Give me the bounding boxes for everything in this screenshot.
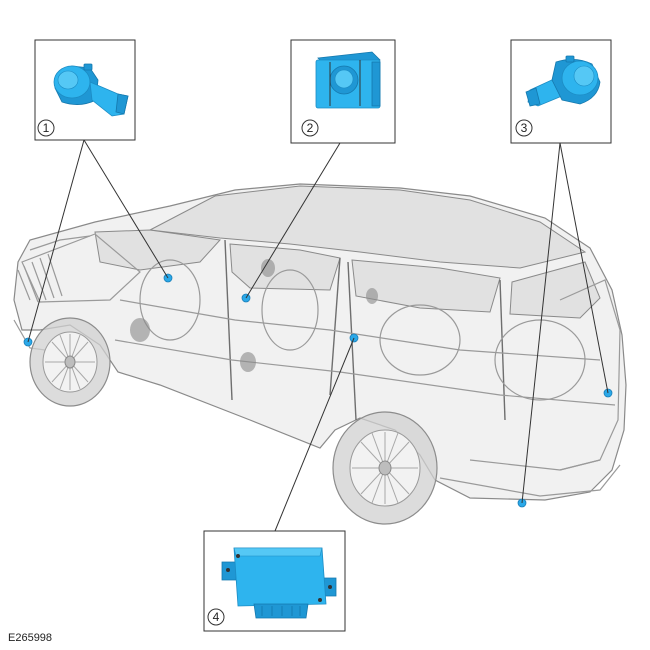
- callout-2: 2: [290, 39, 396, 144]
- callout-4-number: 4: [213, 610, 220, 624]
- front-wheel: [29, 317, 111, 407]
- callout-4: 4: [203, 530, 346, 632]
- control-module-icon: [221, 547, 337, 619]
- figure-reference-code: E265998: [8, 632, 52, 644]
- rear-wheel: [332, 411, 438, 525]
- sensor-module-icon: [315, 51, 381, 109]
- callout-1: 1: [34, 39, 136, 141]
- parking-sensor-rear-icon: [525, 55, 601, 107]
- callout-3: 3: [510, 39, 612, 144]
- vehicle-ghost-illustration: [13, 183, 627, 525]
- callout-2-number: 2: [307, 121, 314, 135]
- parking-sensor-front-icon: [53, 63, 129, 117]
- leader-lines: [27, 139, 609, 532]
- callout-1-number: 1: [43, 121, 50, 135]
- callout-3-number: 3: [521, 121, 528, 135]
